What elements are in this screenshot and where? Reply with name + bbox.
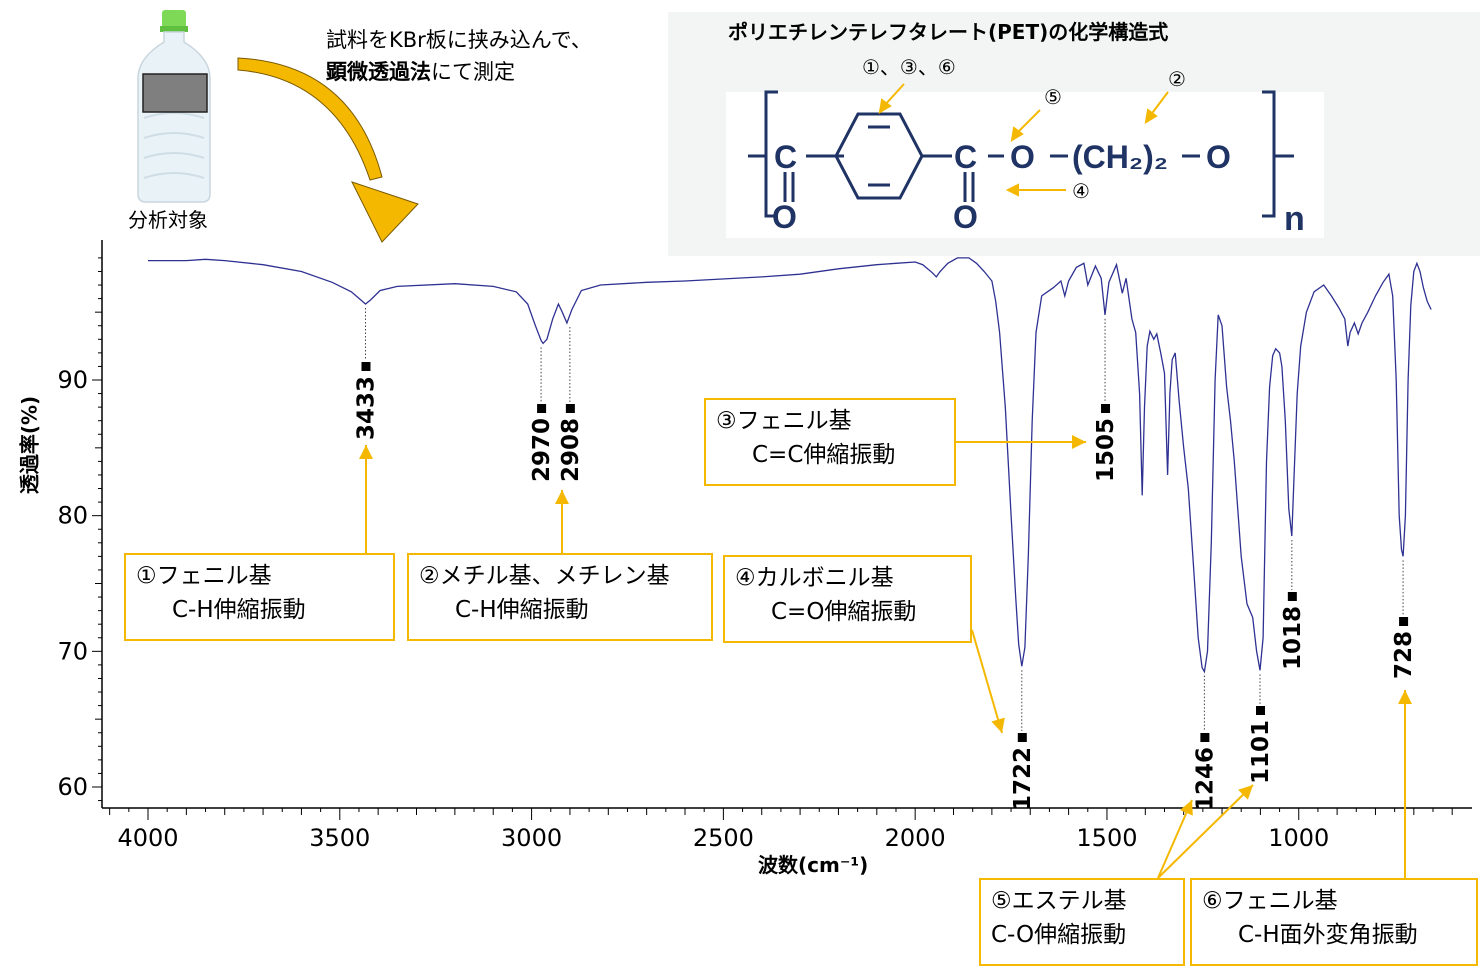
method-line-2-rest: にて測定 (431, 60, 515, 84)
peak-label: 3433 (353, 376, 379, 440)
chart-axes: 60 70 80 90 4000 3500 3000 2500 2000 1500 1000 (57, 240, 1472, 852)
method-line-2: 顕微透過法にて測定 (326, 56, 592, 88)
y-tick-label: 70 (57, 637, 88, 665)
annotation-box-6: ⑥フェニル基 C-H面外変角振動 (1190, 878, 1478, 966)
y-tick-label: 80 (57, 502, 88, 530)
atom-o3: O (1010, 139, 1035, 175)
atom-o4: O (1206, 139, 1231, 175)
x-tick-label: 4000 (117, 824, 178, 852)
peak-label: 728 (1391, 631, 1417, 679)
peak-marker (1017, 733, 1027, 742)
annotation-box-2: ②メチル基、メチレン基 C-H伸縮振動 (407, 553, 713, 641)
marker-ester-o: ⑤ (1044, 85, 1062, 109)
y-axis-label: 透過率(%) (17, 395, 42, 495)
repeat-n: n (1284, 200, 1305, 238)
bottle-icon (137, 10, 211, 203)
annotation-3-title: ③フェニル基 (716, 408, 852, 434)
x-axis-label: 波数(cm⁻¹) (758, 853, 869, 877)
annotation-6-title: ⑥フェニル基 (1202, 888, 1338, 914)
leader-line (1157, 784, 1254, 879)
peak-marker (1200, 733, 1210, 742)
x-tick-label: 1000 (1268, 824, 1329, 852)
curved-arrow-icon (237, 57, 419, 243)
peak-label: 1018 (1280, 606, 1306, 670)
leader-line (1157, 799, 1193, 879)
sample-label: 分析対象 (128, 208, 208, 232)
peak-label: 1101 (1248, 720, 1274, 784)
peak-marker (1399, 617, 1409, 626)
atom-ch2: (CH₂)₂ (1072, 139, 1168, 175)
atom-c1: C (774, 139, 797, 175)
leader-arrowhead (1179, 800, 1193, 816)
x-tick-label: 3000 (501, 824, 562, 852)
structure-formula-area (726, 92, 1324, 238)
peak-marker (1101, 404, 1111, 413)
atom-o1: O (772, 199, 797, 235)
peak-label: 2970 (529, 418, 555, 482)
annotation-box-4: ④カルボニル基 C=O伸縮振動 (723, 555, 972, 643)
peak-marker (361, 362, 371, 371)
spectrum-line (148, 257, 1432, 674)
peak-label: 1505 (1093, 418, 1119, 482)
leader-arrowhead (359, 445, 373, 459)
leader-arrowhead (1238, 785, 1253, 800)
x-tick-label: 1500 (1076, 824, 1137, 852)
x-tick-label: 3500 (309, 824, 370, 852)
annotation-box-1: ①フェニル基 C-H伸縮振動 (124, 553, 395, 641)
leader-arrowhead (1072, 435, 1086, 449)
leader-arrowhead (1398, 690, 1412, 704)
annotation-5-title: ⑤エステル基 (991, 888, 1127, 914)
annotation-2-title: ②メチル基、メチレン基 (419, 563, 670, 589)
y-tick-label: 90 (57, 366, 88, 394)
peak-guides (364, 308, 1404, 731)
peak-marker (565, 404, 575, 413)
annotation-4-title: ④カルボニル基 (735, 565, 894, 591)
x-tick-label: 2500 (693, 824, 754, 852)
annotation-1-title: ①フェニル基 (136, 563, 272, 589)
annotation-box-5: ⑤エステル基 C-O伸縮振動 (979, 878, 1185, 966)
spectrum-series (148, 257, 1432, 674)
marker-carbonyl: ④ (1072, 179, 1090, 203)
x-tick-label: 2000 (885, 824, 946, 852)
pet-structure: C O C O O (CH₂)₂ O n ①、③、⑥ ⑤ ② ④ (748, 55, 1305, 238)
peak-marker (1287, 592, 1297, 601)
atom-o2: O (953, 199, 978, 235)
annotation-leaders (359, 435, 1412, 879)
peak-label: 1246 (1192, 747, 1218, 811)
annotation-6-detail: C-H面外変角振動 (1238, 922, 1418, 948)
annotation-box-3: ③フェニル基 C=C伸縮振動 (704, 398, 956, 486)
leader-arrowhead (991, 717, 1005, 733)
leader-arrowhead (555, 490, 569, 504)
marker-ring: ①、③、⑥ (862, 55, 956, 79)
y-tick-label: 60 (57, 773, 88, 801)
peak-label: 2908 (558, 418, 584, 482)
method-line-1: 試料をKBr板に挟み込んで、 (326, 28, 592, 52)
atom-c2: C (954, 139, 977, 175)
peak-label: 1722 (1010, 747, 1036, 811)
peak-marker (1256, 706, 1266, 715)
method-emphasis: 顕微透過法 (326, 60, 431, 84)
peak-marker (537, 404, 547, 413)
annotation-1-detail: C-H伸縮振動 (172, 597, 306, 623)
leader-line (971, 629, 1003, 734)
structure-title: ポリエチレンテレフタレート(PET)の化学構造式 (728, 20, 1169, 44)
annotation-3-detail: C=C伸縮振動 (752, 442, 896, 468)
marker-ch2: ② (1168, 67, 1186, 91)
annotation-2-detail: C-H伸縮振動 (455, 597, 589, 623)
annotation-5-detail: C-O伸縮振動 (991, 922, 1127, 948)
annotation-4-detail: C=O伸縮振動 (771, 599, 917, 625)
method-text: 試料をKBr板に挟み込んで、 顕微透過法にて測定 (326, 24, 592, 88)
